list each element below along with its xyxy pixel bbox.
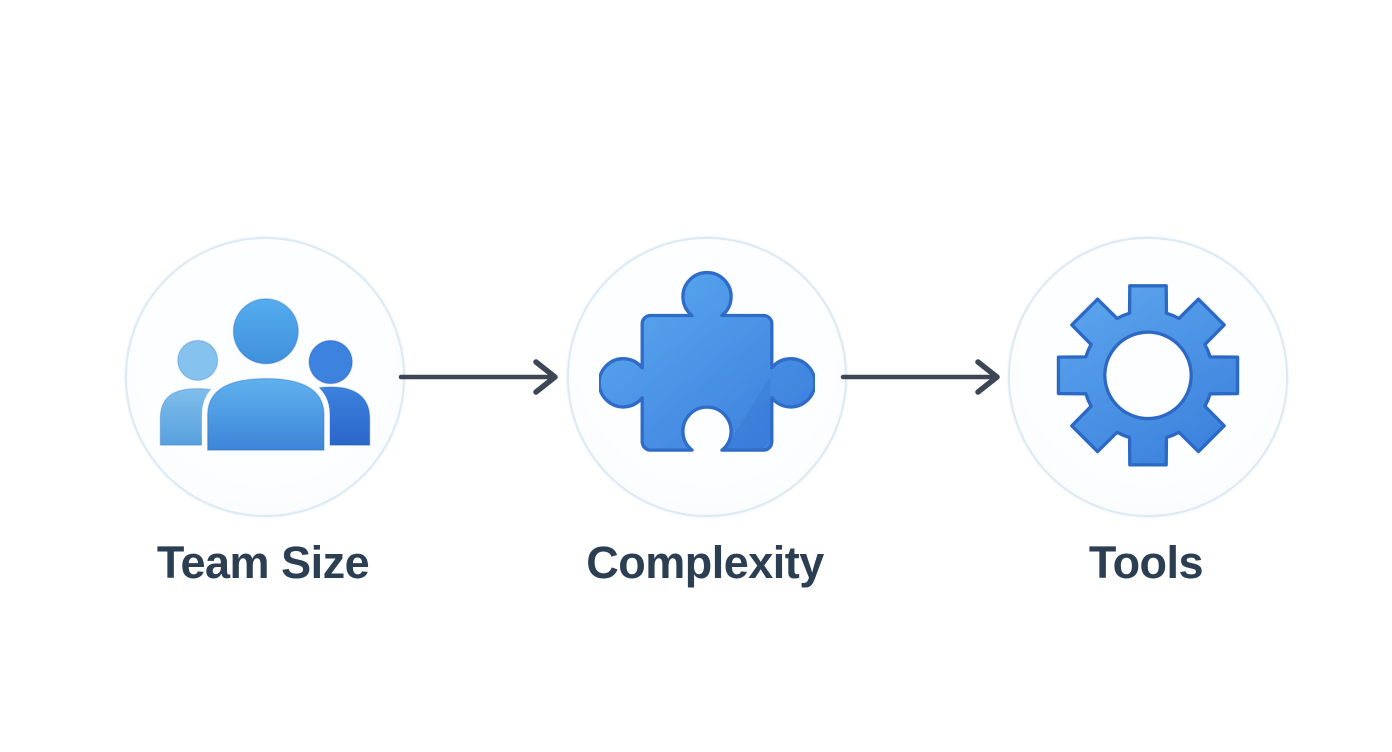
node-label-complexity: Complexity: [586, 537, 824, 588]
arrow-right-icon: [840, 359, 1000, 395]
puzzle-piece-icon: [599, 270, 815, 452]
node-label-team-size: Team Size: [156, 537, 370, 588]
node-circle: [567, 237, 847, 517]
people-group-icon: [159, 292, 371, 456]
gear-icon: [1056, 284, 1240, 467]
node-label-tools: Tools: [1088, 537, 1204, 588]
node-circle: [125, 237, 405, 517]
arrow-right-icon: [398, 359, 558, 395]
node-circle: [1008, 237, 1288, 517]
